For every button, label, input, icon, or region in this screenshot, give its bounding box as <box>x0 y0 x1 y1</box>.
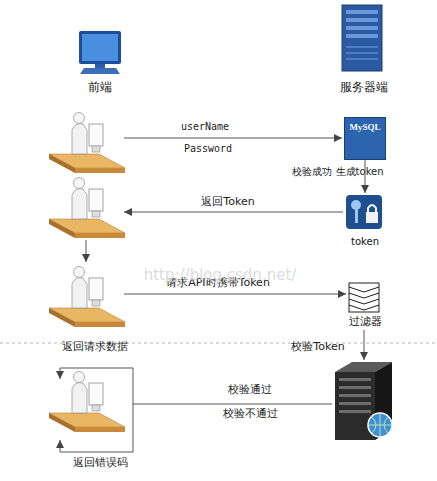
node-label: 前端 <box>88 80 112 94</box>
lock-shackle <box>368 205 376 212</box>
message-label: 返回错误码 <box>73 456 128 469</box>
flow-arrow <box>364 330 365 360</box>
flow-arrow <box>86 240 87 262</box>
server-slot <box>346 10 378 14</box>
message-label: 校验不通过 <box>223 407 278 420</box>
server-slot <box>339 410 371 413</box>
message-label: 返回Token <box>201 195 254 208</box>
lock-body <box>366 212 378 223</box>
globe-icon <box>368 413 392 437</box>
server-slot <box>346 52 378 54</box>
return-bracket <box>60 404 133 452</box>
filter-mesh <box>349 287 379 310</box>
server-slot <box>339 402 371 405</box>
field-label: Password <box>184 143 232 155</box>
server-slot <box>346 18 378 22</box>
server-slot <box>346 46 378 48</box>
server-icon: 服务器端 <box>320 4 408 94</box>
globe-grid <box>368 413 392 437</box>
filter-box: 过滤器 <box>338 280 392 328</box>
message-label: 校验Token <box>291 340 344 353</box>
user-figure <box>49 178 125 239</box>
field-label: userName <box>181 121 229 133</box>
server-slot <box>346 58 378 60</box>
monitor-base <box>80 68 120 74</box>
user-figure <box>49 372 125 433</box>
node-label: 过滤器 <box>349 315 382 328</box>
watermark: http://blog.csdn.net/ <box>144 266 297 284</box>
edge-label: 校验成功 生成token <box>292 166 383 178</box>
key-shaft <box>355 209 358 223</box>
flow-arrow <box>124 138 342 139</box>
node-label: MySQL <box>349 122 380 133</box>
key-bow <box>351 200 361 210</box>
flow-connector <box>365 160 366 193</box>
user-figure <box>49 113 125 174</box>
flow-line <box>133 404 332 405</box>
server-slot <box>339 394 371 397</box>
token-box: token <box>340 193 390 248</box>
node-label: token <box>351 236 379 248</box>
monitor-screen <box>82 34 118 61</box>
server-slot <box>339 378 371 381</box>
server-slot <box>346 34 378 38</box>
client-icon: 前端 <box>62 28 138 94</box>
monitor-neck <box>95 64 105 68</box>
message-label: 校验通过 <box>228 383 272 396</box>
node-label: 服务器端 <box>340 80 388 94</box>
database-icon: MySQL <box>344 117 386 160</box>
user-figure <box>49 267 125 328</box>
server-slot <box>346 26 378 30</box>
monitor-frame <box>79 31 121 64</box>
message-label: 返回请求数据 <box>62 340 128 353</box>
filter-icon <box>349 283 379 312</box>
return-bracket <box>60 368 133 404</box>
server-tower <box>342 5 382 71</box>
flow-arrow <box>124 294 346 295</box>
server-slot <box>339 386 371 389</box>
token-icon <box>346 195 382 229</box>
flow-arrow <box>124 212 343 213</box>
